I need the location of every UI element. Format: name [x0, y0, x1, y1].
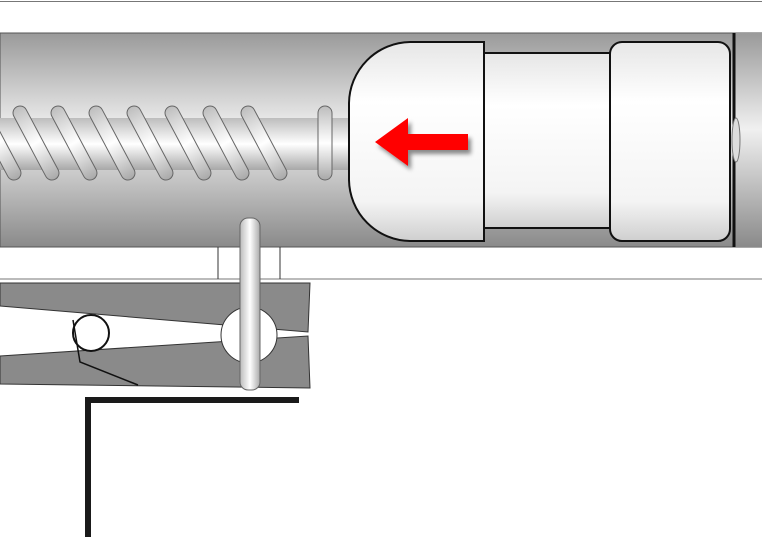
spring-coil [126, 105, 174, 181]
spring-coil [88, 105, 136, 181]
locking-pin [239, 217, 261, 391]
spring-coil [12, 105, 60, 181]
spring-coil [50, 105, 98, 181]
spring-coil [164, 105, 212, 181]
plunger [348, 41, 731, 242]
clip-spring-wire [72, 319, 139, 386]
spring-coil [240, 105, 288, 181]
pin-guide [217, 247, 281, 279]
bracket [85, 397, 299, 537]
clip [0, 282, 311, 389]
spring-coil [317, 105, 333, 181]
spring-coil [202, 105, 250, 181]
clip-pivot [72, 314, 110, 352]
coil-spring [0, 105, 333, 181]
spring-coil [0, 105, 22, 181]
red-arrow-left-icon [375, 118, 468, 166]
